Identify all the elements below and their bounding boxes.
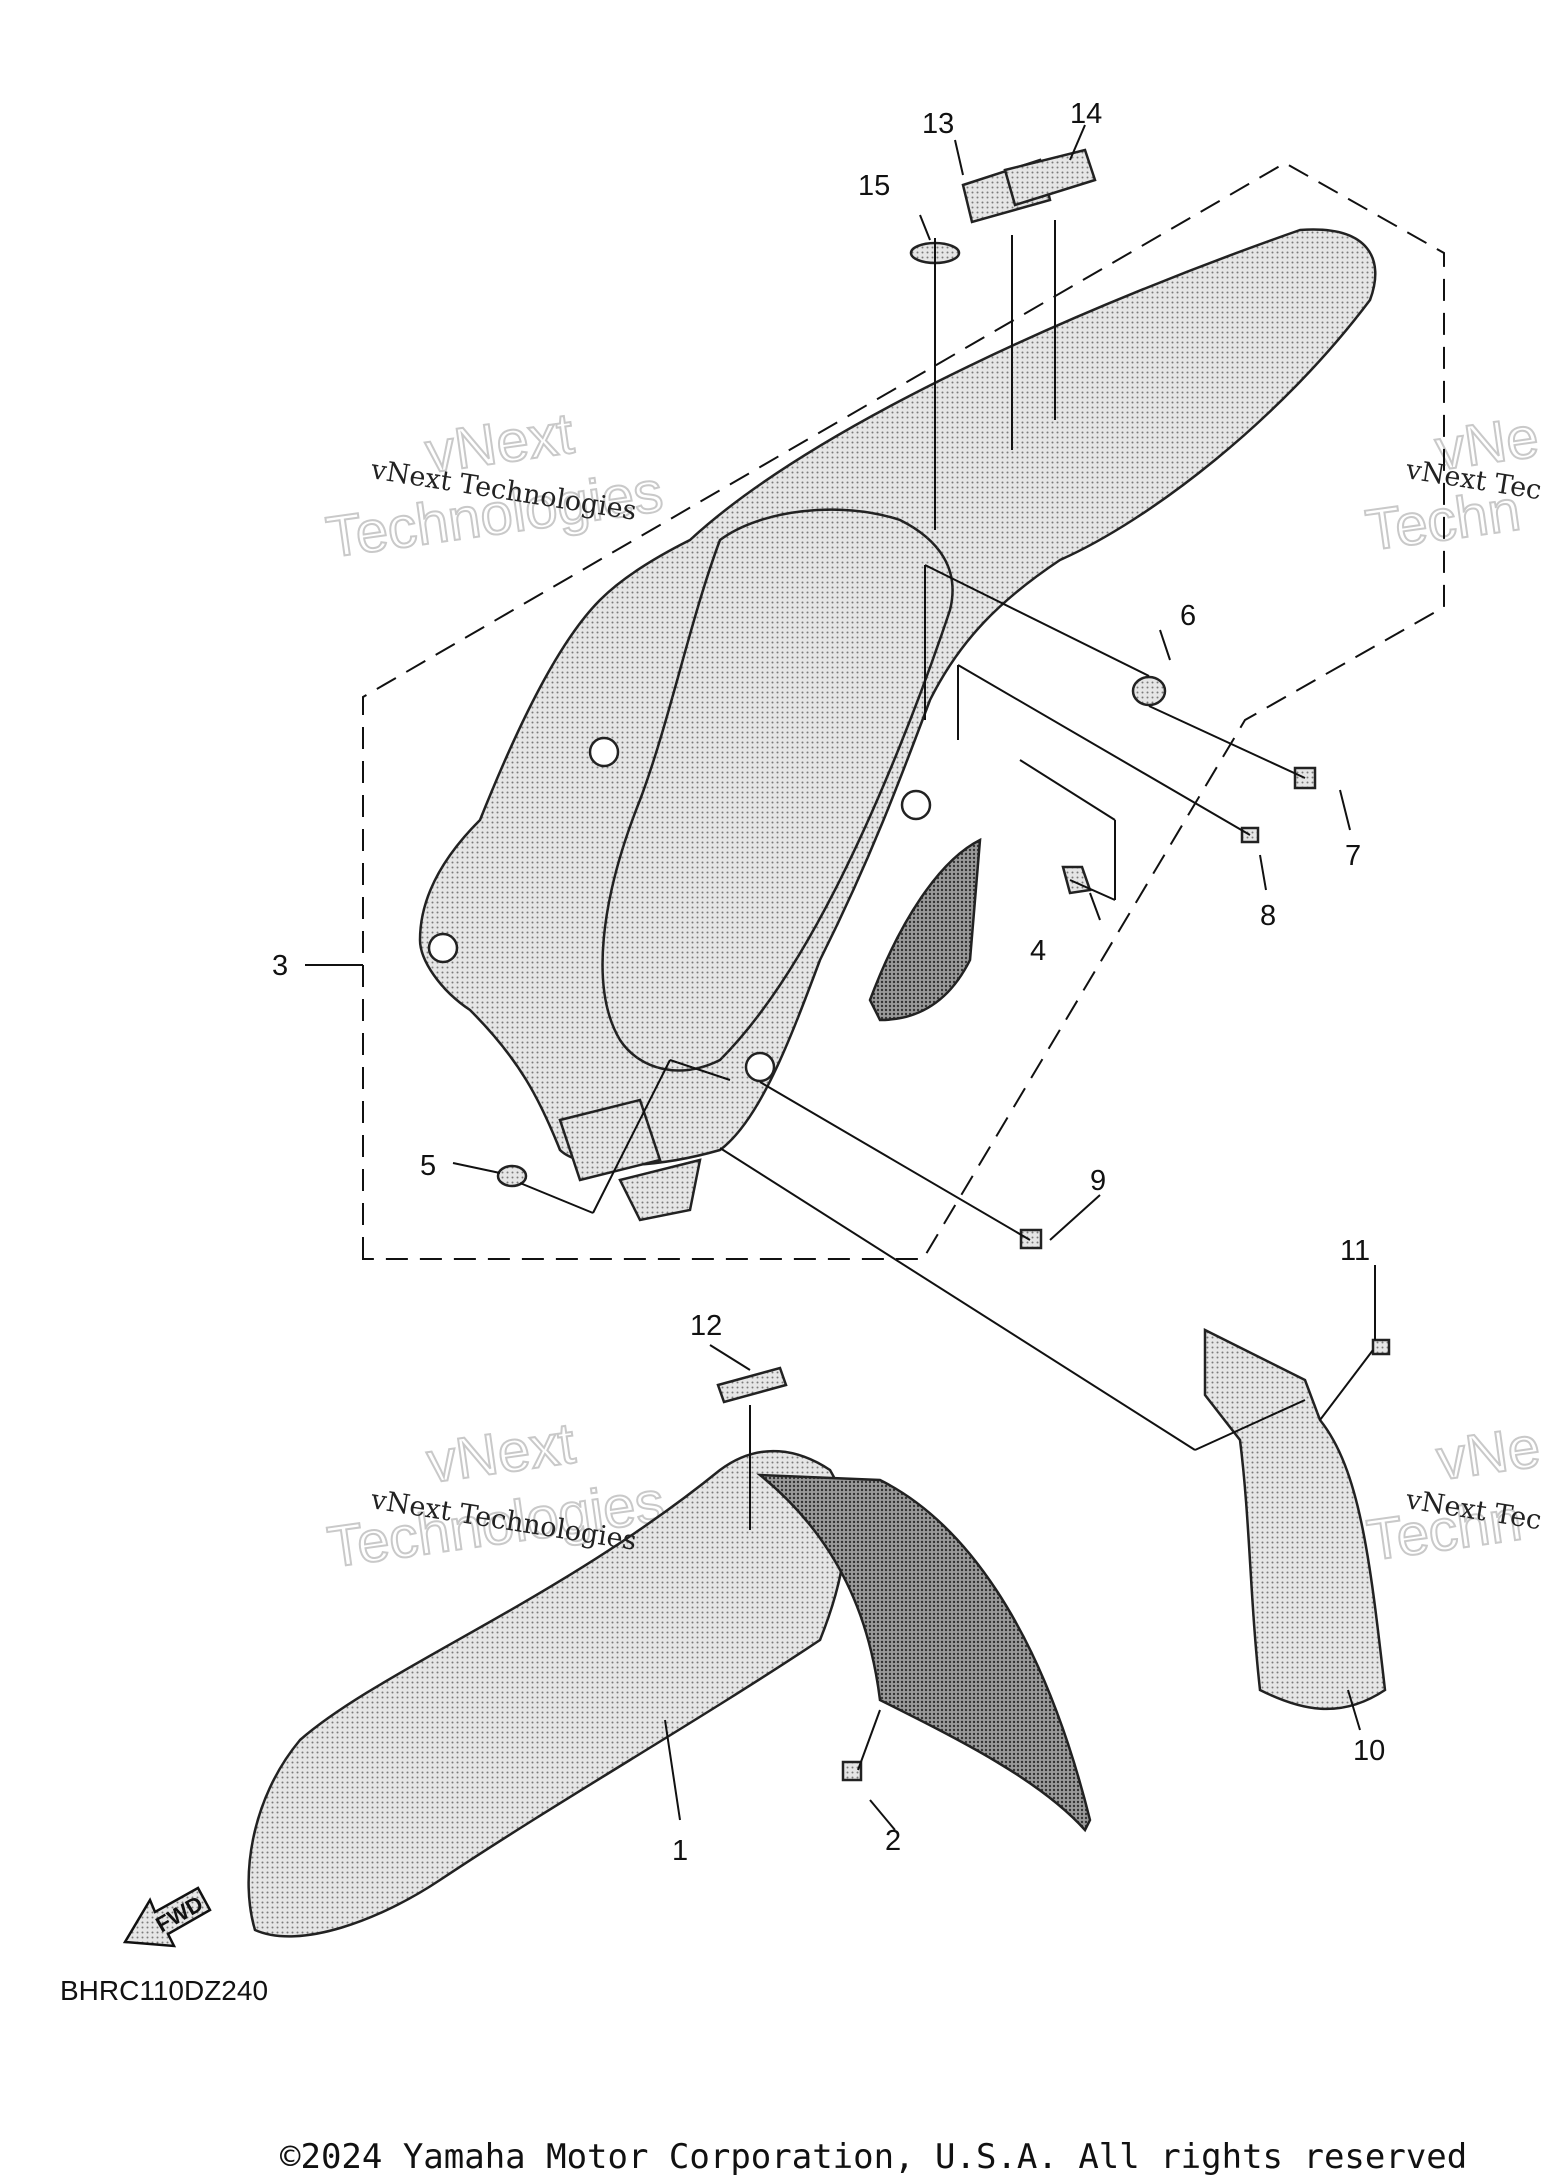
front-fender (247, 1449, 1092, 1938)
callout-12: 12 (690, 1310, 722, 1342)
callout-2: 2 (885, 1825, 901, 1857)
callout-3: 3 (272, 950, 288, 982)
callout-6: 6 (1180, 600, 1196, 632)
small-parts (496, 148, 1391, 1782)
callout-10: 10 (1353, 1735, 1385, 1767)
svg-text:vNe: vNe (1433, 1414, 1543, 1493)
callout-8: 8 (1260, 900, 1276, 932)
copyright-notice: ©2024 Yamaha Motor Corporation, U.S.A. A… (280, 2137, 1467, 2176)
callout-13: 13 (922, 108, 954, 140)
callout-15: 15 (858, 170, 890, 202)
mud-flap (1203, 1327, 1387, 1711)
leader-lines (305, 124, 1376, 1831)
callout-9: 9 (1090, 1165, 1106, 1197)
callout-1: 1 (672, 1835, 688, 1867)
fwd-arrow-icon: FWD (122, 1886, 212, 1948)
callout-4: 4 (1030, 935, 1046, 967)
callout-labels: 1 2 3 4 5 6 7 8 9 10 11 12 13 14 15 (272, 98, 1385, 1867)
diagram-code: BHRC110DZ240 (60, 1975, 268, 2006)
svg-text:vNe: vNe (1431, 404, 1542, 483)
callout-11: 11 (1340, 1235, 1370, 1267)
assembly-boundary (362, 161, 1445, 1260)
rear-fender (418, 228, 1377, 1222)
callout-5: 5 (420, 1150, 436, 1182)
callout-7: 7 (1345, 840, 1361, 872)
callout-14: 14 (1070, 98, 1102, 130)
